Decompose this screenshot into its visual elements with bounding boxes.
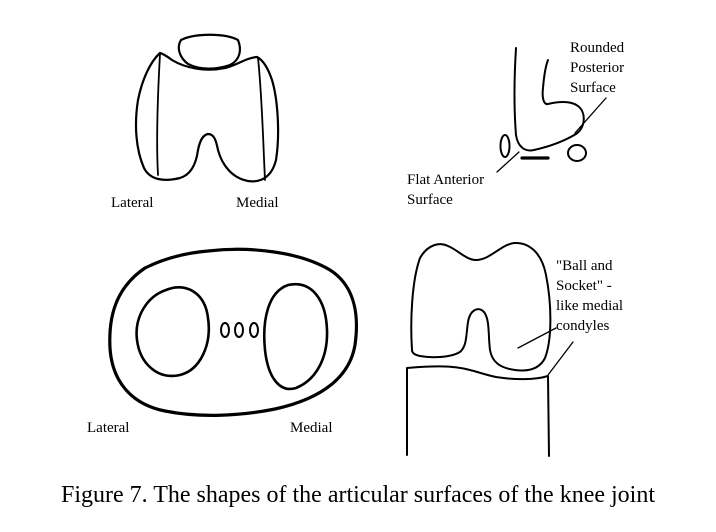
lateral-facet [135,286,211,378]
condyle-pointer-line [517,327,557,349]
cruciate-attachment-1 [220,322,230,338]
anterior-pointer-line [496,151,520,173]
femur-medial-label: Medial [236,195,279,211]
femur-lateral-label: Lateral [111,195,154,211]
femur-front-drawing [134,33,280,183]
patella-shape [177,33,241,70]
femur-outline [134,51,280,183]
anterior-label-line-2: Surface [407,192,453,208]
plateau-medial-label: Medial [290,420,333,436]
posterior-label-line-3: Surface [570,80,616,96]
cruciate-attachment-3 [249,322,259,338]
femur-lateral-ridge [156,53,161,176]
plateau-outline [108,247,359,417]
ball-femur-outline [410,241,552,372]
socket-pointer-line [547,341,574,376]
posterior-meniscus-circle [567,144,587,162]
posterior-label-line-1: Rounded [570,40,625,56]
medial-facet [263,282,329,391]
figure-caption: Figure 7. The shapes of the articular su… [60,482,656,508]
tibial-plateau-drawing [108,247,359,417]
plateau-lateral-label: Lateral [87,420,130,436]
femur-medial-ridge [257,57,266,181]
anterior-label-line-1: Flat Anterior [407,172,485,188]
tibia-outline [406,365,550,457]
anterior-meniscus-oval [499,134,511,158]
ball-socket-label-line-4: condyles [556,318,610,334]
ball-socket-drawing [406,241,574,457]
cruciate-attachment-2 [234,322,244,338]
ball-socket-label-line-3: like medial [556,298,624,314]
side-view-drawing [496,47,607,173]
posterior-label-line-2: Posterior [570,60,625,76]
posterior-pointer-line [574,97,607,134]
ball-socket-label-line-2: Socket" - [556,278,612,294]
ball-socket-label-line-1: "Ball and [556,258,613,274]
